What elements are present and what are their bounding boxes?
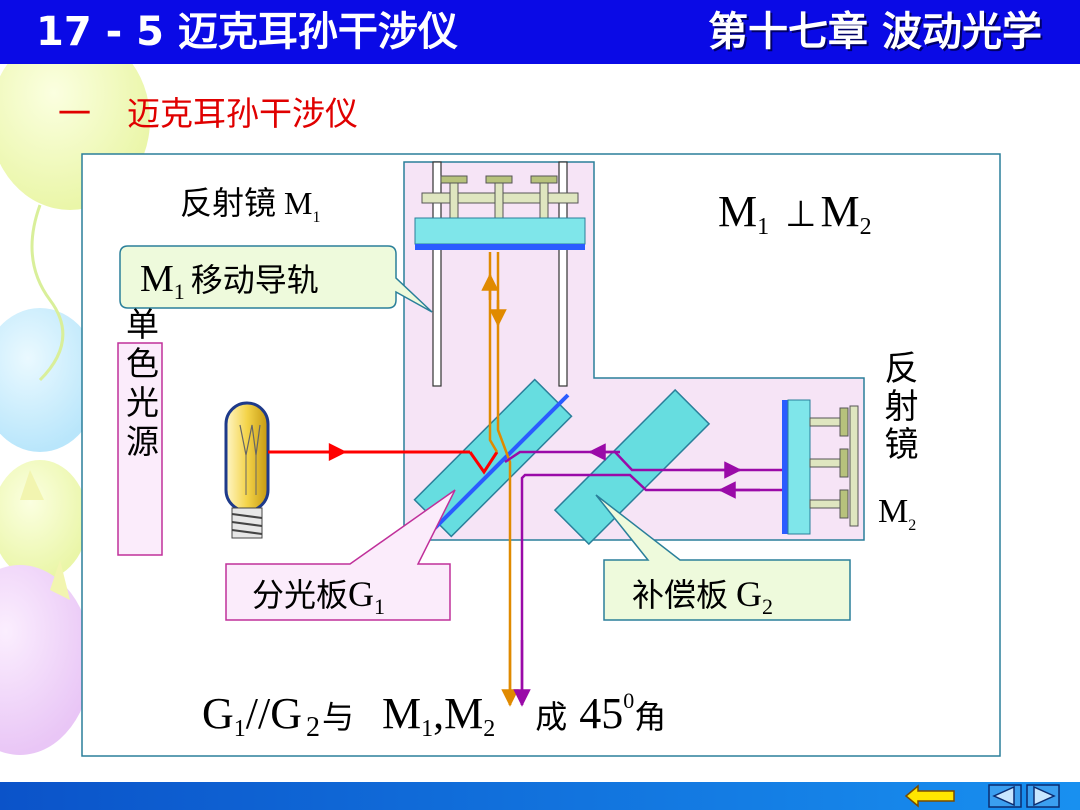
mirror-m1: [414, 175, 586, 250]
compensator-g2: [553, 388, 711, 546]
lesson-title: 17 - 5 迈克耳孙干涉仪: [36, 9, 458, 55]
footer-bar: [0, 782, 1080, 810]
beam-splitter-text: 分光板G1: [252, 574, 385, 619]
mirror-m1-symbol: M: [284, 185, 312, 221]
section-number: 一: [58, 94, 91, 133]
chapter-title: 第十七章 波动光学: [708, 9, 1042, 55]
rail-text: 移动导轨: [191, 261, 319, 299]
formula-m2-sub: 2: [483, 716, 495, 742]
compensator-label: 补偿板: [632, 576, 728, 614]
light-bulb-icon: [224, 401, 270, 539]
light-source-text: 单色光源: [121, 307, 160, 463]
formula-g2-sub: 2: [306, 712, 320, 743]
mirror-m2: [782, 399, 859, 535]
rail-m1-sub: 1: [174, 279, 185, 304]
formula-m1: M: [382, 689, 421, 738]
formula-m1-sub: 1: [421, 716, 433, 742]
formula-jiao: 角: [634, 698, 666, 736]
beam-splitter-callout-box: [225, 489, 456, 621]
beam-splitter-label: 分光板: [252, 576, 348, 614]
section-heading: 一迈克耳孙干涉仪: [58, 92, 358, 136]
balloon-purple: [0, 565, 92, 755]
perpendicular-formula: M1⊥M2: [718, 187, 872, 240]
perp-m2-sub: 2: [860, 214, 872, 240]
mirror-m2-text: 反射镜: [878, 350, 918, 464]
formula-g2: G: [270, 689, 302, 738]
balloon-blue: [0, 308, 100, 452]
mirror-m2-sub: 2: [908, 517, 916, 534]
mirror-m2-symbol-label: M2: [878, 493, 916, 534]
formula-m2: M: [444, 689, 483, 738]
formula-comma: ,: [433, 689, 444, 738]
formula-angle: 45: [579, 689, 623, 738]
beam-splitter-symbol: G: [348, 574, 374, 614]
mirror-m1-sub: 1: [312, 209, 320, 226]
formula-g1: G: [202, 689, 234, 738]
compensator-symbol: G: [736, 574, 762, 614]
rail-callout-box: [119, 245, 433, 313]
beam-splitter-sub: 1: [374, 594, 385, 619]
balloon-yellow-mid: [0, 460, 88, 580]
formula-into: 成: [535, 698, 567, 736]
perp-symbol: ⊥: [785, 194, 816, 235]
perp-m1: M: [718, 187, 757, 236]
light-source-label-box: [117, 342, 163, 556]
light-beams: [268, 252, 782, 707]
mirror-m2-symbol: M: [878, 493, 908, 530]
perp-m2: M: [820, 187, 859, 236]
mirror-m1-label-text: 反射镜: [180, 184, 276, 222]
m1-rail: [432, 161, 568, 387]
formula-parallel: //: [246, 689, 271, 738]
section-title-text: 迈克耳孙干涉仪: [127, 94, 358, 133]
formula-g1-sub: 1: [234, 716, 246, 742]
triangle-left-icon[interactable]: [988, 784, 1022, 808]
rail-m1: M: [140, 258, 174, 300]
compensator-callout-box: [595, 494, 851, 621]
triangle-right-icon[interactable]: [1026, 784, 1060, 808]
formula-angle-sup: 0: [623, 688, 634, 713]
return-arrow-icon[interactable]: [904, 784, 958, 808]
perp-m1-sub: 1: [757, 214, 769, 240]
formula-with: 与: [322, 698, 354, 736]
header-bar: [0, 0, 1080, 64]
compensator-sub: 2: [762, 594, 773, 619]
